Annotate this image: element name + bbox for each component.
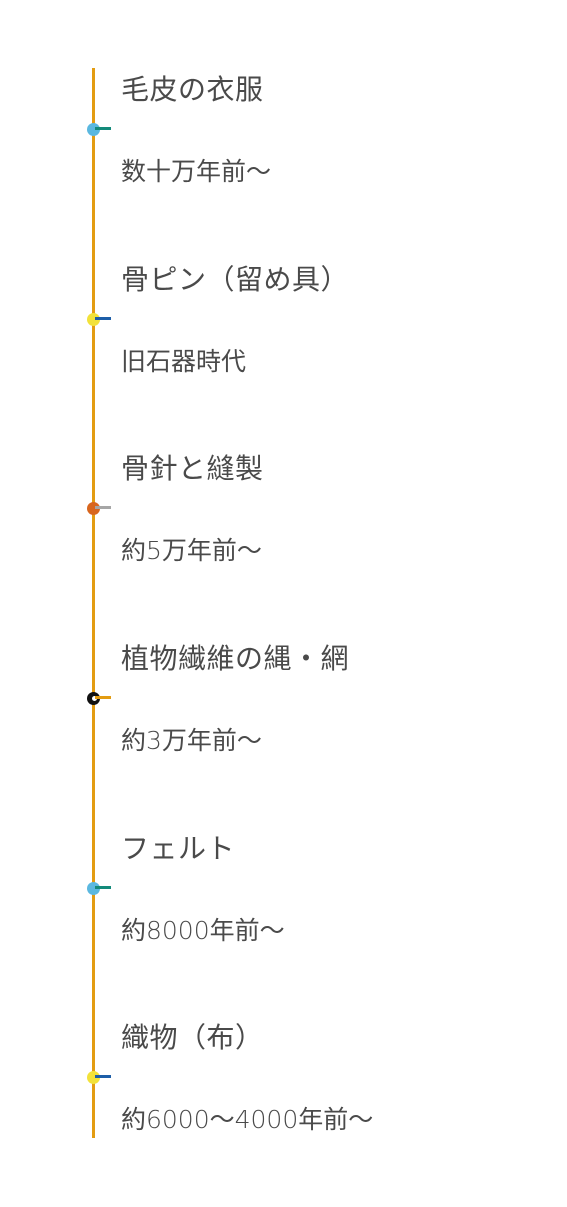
marker-tick	[95, 317, 111, 320]
marker-dot	[87, 123, 100, 136]
entry-title: フェルト	[121, 832, 236, 865]
entry-title: 毛皮の衣服	[121, 73, 264, 106]
marker-tick	[95, 886, 111, 889]
timeline-entry: 骨針と縫製 約5万年前〜	[0, 447, 567, 637]
entry-date: 約6000〜4000年前〜	[121, 1105, 374, 1134]
entry-title: 織物（布）	[121, 1021, 264, 1054]
entry-date: 約5万年前〜	[121, 536, 262, 565]
marker-dot	[87, 692, 100, 705]
entry-date: 約3万年前〜	[121, 726, 262, 755]
entry-title: 植物繊維の縄・網	[121, 642, 350, 675]
entry-date: 約8000年前〜	[121, 916, 285, 945]
timeline-axis-line	[92, 68, 95, 1138]
timeline-entry: 骨ピン（留め具） 旧石器時代	[0, 258, 567, 448]
timeline-entry: 毛皮の衣服 数十万年前〜	[0, 68, 567, 258]
timeline-entry: 植物繊維の縄・網 約3万年前〜	[0, 637, 567, 827]
entry-title: 骨針と縫製	[121, 452, 264, 485]
entry-title: 骨ピン（留め具）	[121, 263, 350, 296]
entry-date: 旧石器時代	[121, 347, 247, 376]
marker-tick	[95, 696, 111, 699]
marker-tick	[95, 127, 111, 130]
marker-dot	[87, 882, 100, 895]
entry-date: 数十万年前〜	[121, 157, 272, 186]
timeline-entry: フェルト 約8000年前〜	[0, 827, 567, 1017]
timeline-entry: 織物（布） 約6000〜4000年前〜	[0, 1016, 567, 1206]
marker-dot	[87, 313, 100, 326]
marker-dot	[87, 502, 100, 515]
marker-dot	[87, 1071, 100, 1084]
marker-tick	[95, 1075, 111, 1078]
marker-tick	[95, 506, 111, 509]
